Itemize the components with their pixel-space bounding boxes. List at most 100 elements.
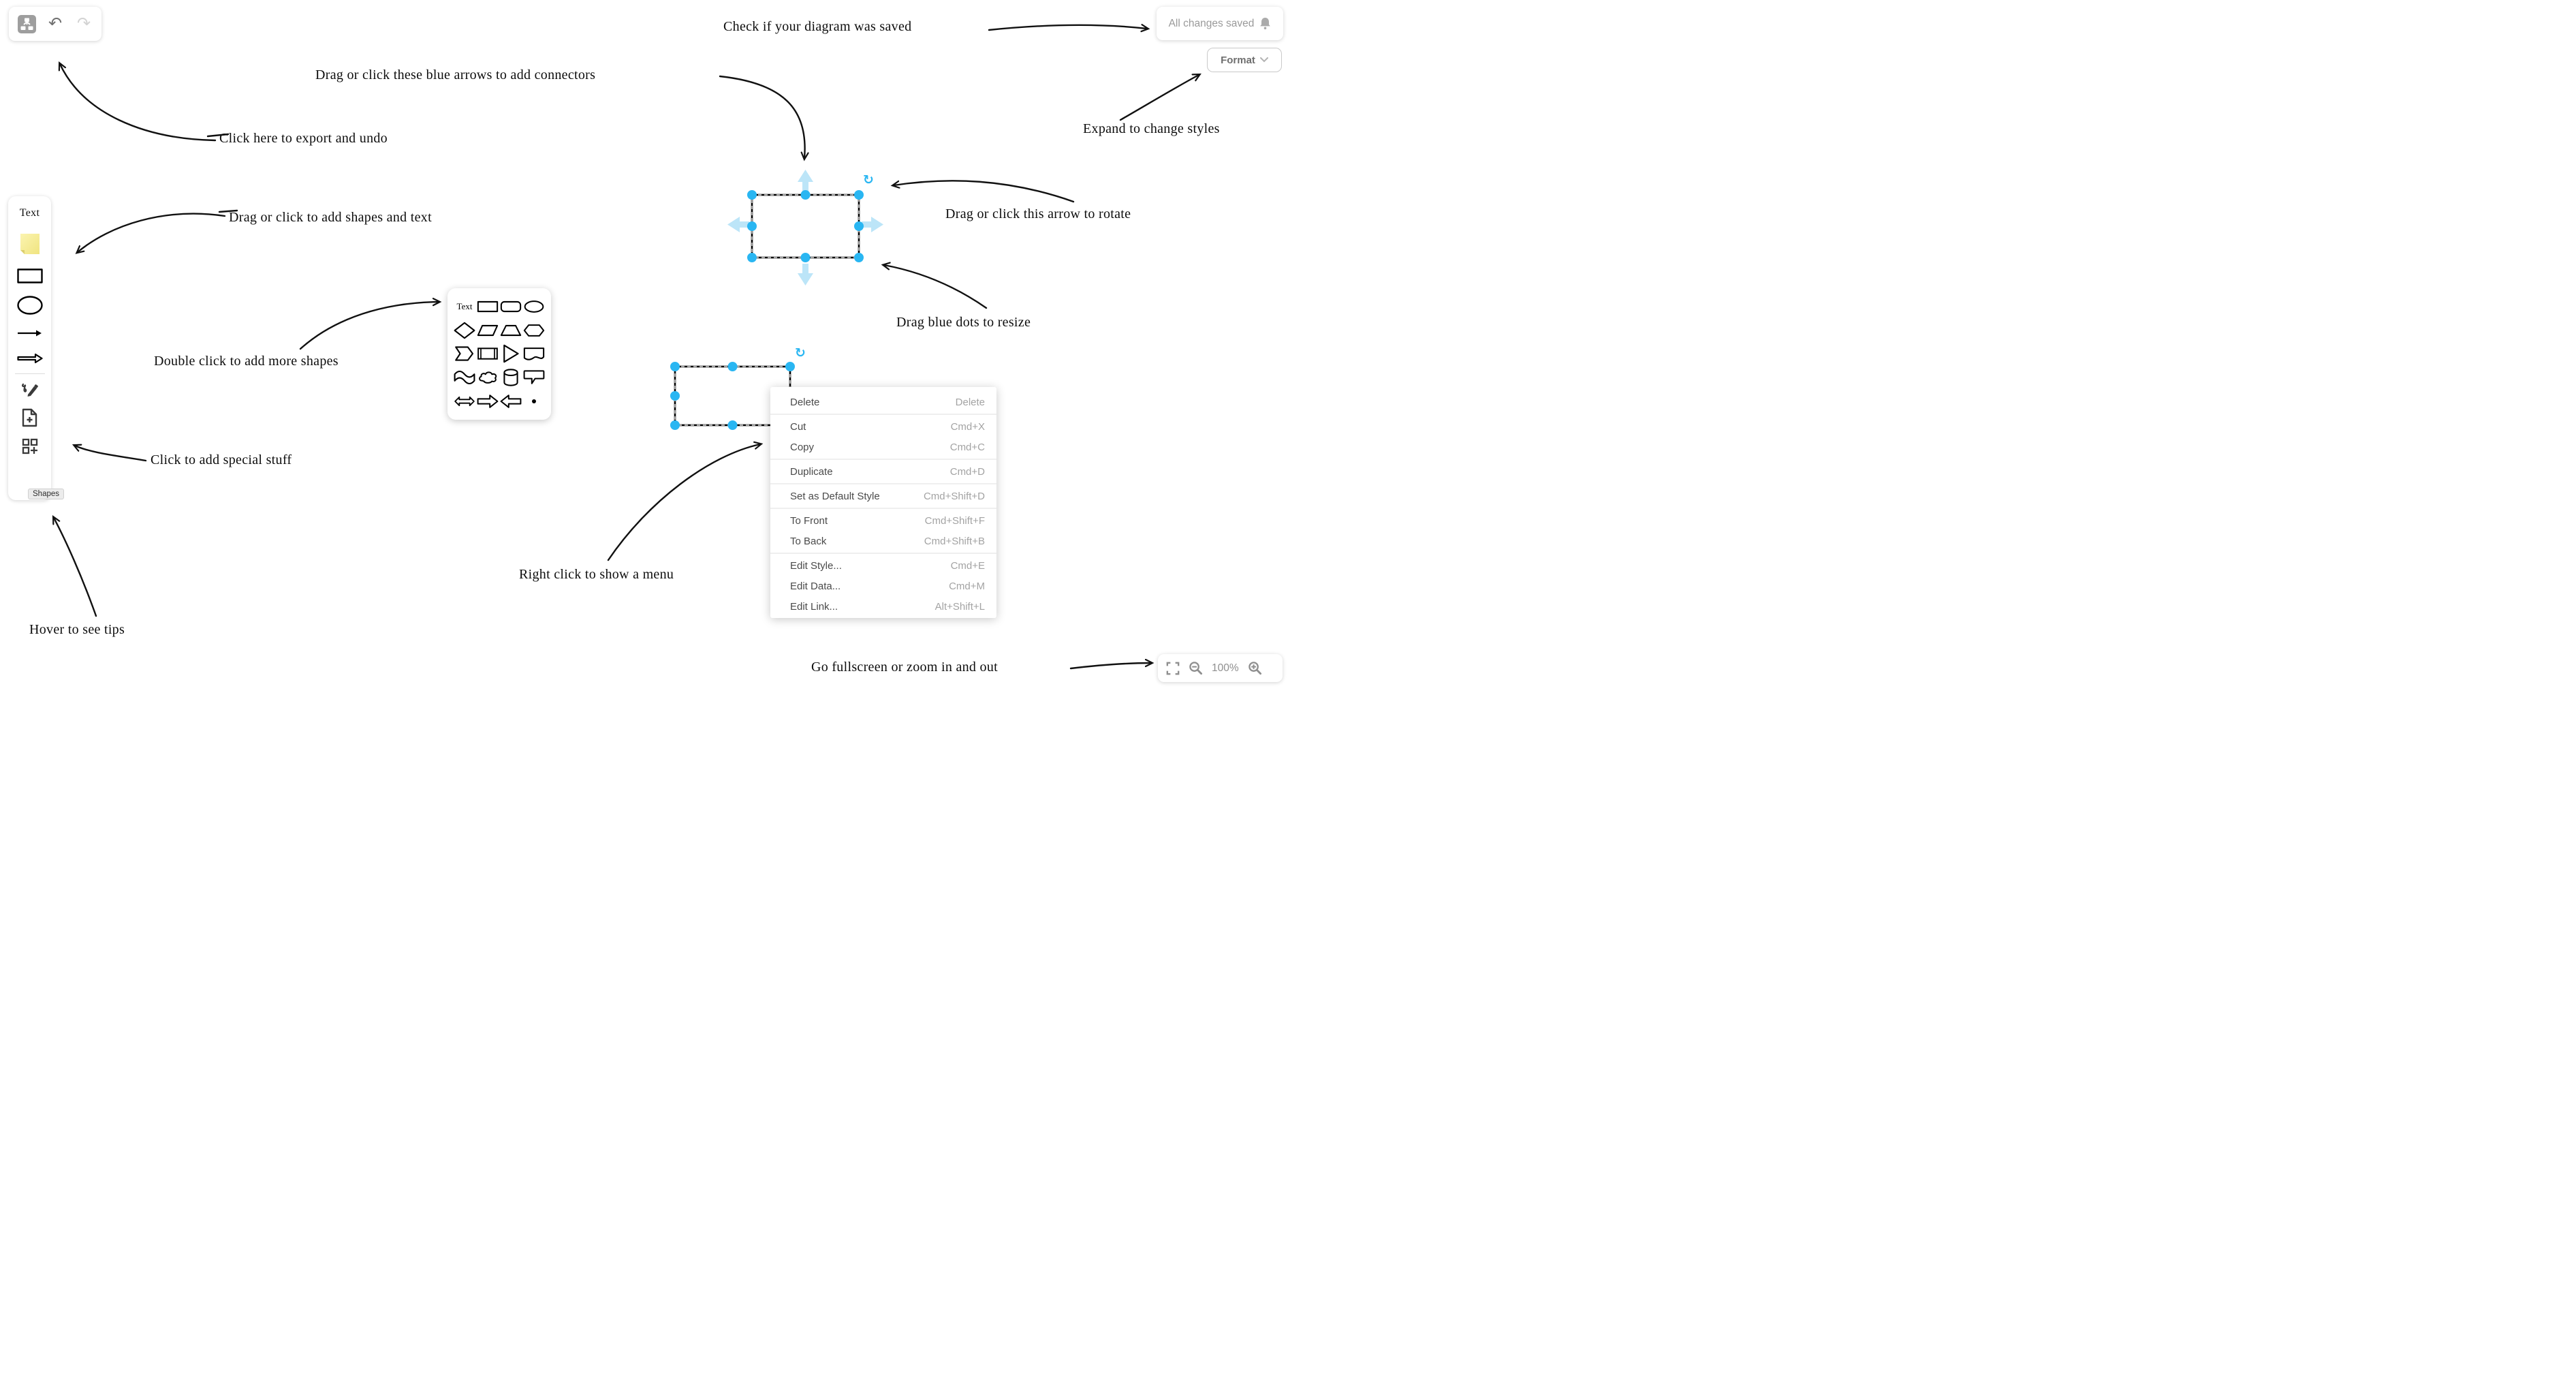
redo-icon[interactable]: ↷ [76,14,91,33]
document-icon [523,347,545,361]
zoom-in-icon[interactable] [1248,661,1262,675]
point-icon [532,399,536,403]
menu-item-edit-style[interactable]: Edit Style...Cmd+E [790,559,985,572]
menu-separator [770,508,996,509]
sidebar-item-add-note[interactable] [22,408,37,427]
arrow-left-icon [500,394,522,408]
save-status-card: All changes saved [1157,7,1283,40]
cylinder-icon [503,369,518,386]
zoom-out-icon[interactable] [1189,661,1203,675]
notification-bell-icon[interactable] [1259,17,1271,30]
selected-shape-2[interactable]: ↻ [654,344,817,436]
add-note-icon [22,408,37,427]
menu-separator [770,483,996,484]
thin-arrow-icon [17,330,42,337]
palette-shape-text[interactable]: Text [456,301,473,312]
palette-shape-hexagon[interactable] [522,319,546,341]
menu-item-edit-link[interactable]: Edit Link...Alt+Shift+L [790,600,985,613]
sidebar-item-text[interactable]: Text [19,207,40,219]
resize-handles[interactable] [747,190,864,262]
palette-shape-triangle[interactable] [499,343,522,365]
rounded-rectangle-icon [500,301,522,313]
palette-shape-tape[interactable] [453,367,476,389]
selected-shape-1[interactable]: ↻ [702,160,920,303]
arrow-to-toolbar [60,64,217,142]
palette-shape-callout[interactable] [522,367,546,389]
palette-shape-double-arrow[interactable] [453,390,476,412]
annotation-resize: Drag blue dots to resize [896,315,1031,330]
palette-shape-cloud[interactable] [476,367,499,389]
palette-shape-rectangle[interactable] [476,296,499,318]
arrow-to-tooltip [54,518,97,617]
palette-shape-document[interactable] [522,343,546,365]
palette-shape-rounded-rectangle[interactable] [499,296,522,318]
palette-shape-arrow-right[interactable] [476,390,499,412]
ellipse-icon [524,300,544,313]
step-icon [455,346,474,362]
shape-outline[interactable] [751,194,860,259]
format-dropdown-button[interactable]: Format [1207,48,1282,72]
connector-arrows[interactable] [727,170,883,285]
ellipse-icon [16,296,43,315]
annotation-hover-tips: Hover to see tips [29,622,125,637]
annotation-special: Click to add special stuff [151,452,292,467]
annotation-fullscreen: Go fullscreen or zoom in and out [811,660,998,675]
menu-item-edit-data[interactable]: Edit Data...Cmd+M [790,580,985,592]
palette-shape-point[interactable] [522,390,546,412]
diagram-tree-icon[interactable] [17,14,36,34]
rectangle-icon [477,301,499,313]
palette-shape-trapezoid[interactable] [499,319,522,341]
rotate-handle-icon[interactable]: ↻ [795,345,806,360]
triangle-icon [503,345,519,363]
diamond-icon [454,322,475,339]
arrow-right-icon [477,394,499,408]
annotation-arrows [0,0,1288,670]
palette-shape-cylinder[interactable] [499,367,522,389]
shape-sidebar: Text [8,196,51,500]
palette-shape-parallelogram[interactable] [476,319,499,341]
palette-shape-ellipse[interactable] [522,296,546,318]
main-toolbar: ↶ ↷ [9,7,101,41]
sidebar-item-freehand[interactable] [21,381,39,397]
annotation-right-click: Right click to show a menu [519,567,674,582]
menu-separator [770,459,996,460]
sidebar-item-ellipse[interactable] [16,296,43,315]
format-label: Format [1221,54,1255,66]
sidebar-item-sticky-note[interactable] [20,233,40,255]
undo-icon[interactable]: ↶ [48,14,63,33]
block-arrow-icon [16,353,43,364]
arrow-to-sidebar [78,213,226,252]
arrow-to-special [75,446,147,462]
palette-shape-step[interactable] [453,343,476,365]
arrow-to-rotate [894,180,1075,203]
shape-palette-popup: Text [447,288,551,420]
arrow-to-saved [988,25,1147,30]
sidebar-item-block-arrow[interactable] [16,353,43,364]
zoom-level[interactable]: 100% [1212,662,1239,674]
annotation-blue-arrows: Drag or click these blue arrows to add c… [315,67,596,82]
parallelogram-icon [477,324,499,336]
palette-shape-diamond[interactable] [453,319,476,341]
shapes-grid-icon [22,438,37,454]
rotate-handle-icon[interactable]: ↻ [863,172,874,187]
chevron-down-icon [1259,57,1268,63]
fullscreen-icon[interactable] [1166,662,1180,675]
trapezoid-icon [500,324,522,336]
freehand-pen-icon [21,383,38,397]
tape-icon [454,371,475,385]
palette-shape-process[interactable] [476,343,499,365]
annotation-check-saved: Check if your diagram was saved [723,19,912,34]
double-arrow-icon [454,396,475,406]
sidebar-item-thin-arrow[interactable] [17,328,43,338]
sidebar-item-shapes[interactable] [22,438,38,454]
resize-handles[interactable] [670,362,795,430]
palette-shape-arrow-left[interactable] [499,390,522,412]
sidebar-item-rectangle[interactable] [16,268,43,283]
